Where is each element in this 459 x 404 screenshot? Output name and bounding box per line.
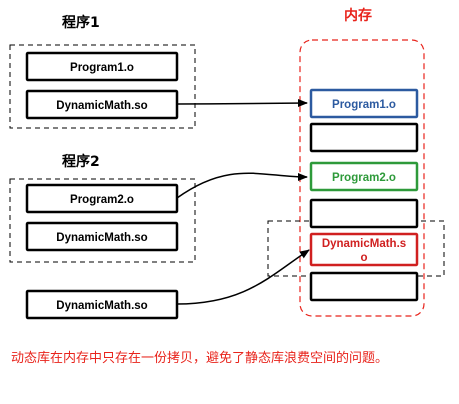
program2-library-box: DynamicMath.so <box>25 221 179 252</box>
memory-block-program1-label: Program1.o <box>332 99 396 111</box>
standalone-library-box: DynamicMath.so <box>25 289 179 320</box>
memory-block-library-label-line1: DynamicMath.s <box>322 238 406 250</box>
program1-object-box: Program1.o <box>25 51 179 82</box>
standalone-library-label: DynamicMath.so <box>56 300 147 312</box>
program2-title: 程序2 <box>62 153 100 170</box>
program1-library-label: DynamicMath.so <box>56 100 147 112</box>
program2-library-label: DynamicMath.so <box>56 232 147 244</box>
memory-block-program2-label: Program2.o <box>332 172 396 184</box>
program1-object-label: Program1.o <box>70 62 134 74</box>
arrow-library-to-memory <box>176 249 310 305</box>
memory-block-program1: Program1.o <box>309 88 419 119</box>
memory-block-empty-3 <box>309 271 419 302</box>
program1-group <box>9 44 196 129</box>
program2-object-box: Program2.o <box>25 183 179 214</box>
memory-block-library-label-line2: o <box>360 252 367 264</box>
memory-block-empty-2 <box>309 198 419 229</box>
memory-block-empty-1 <box>309 122 419 153</box>
memory-block-library: DynamicMath.s o <box>309 232 419 267</box>
memory-title: 内存 <box>344 7 372 24</box>
program2-object-label: Program2.o <box>70 194 134 206</box>
memory-block-program2: Program2.o <box>309 161 419 192</box>
arrow-program1-to-memory <box>176 99 308 108</box>
program1-library-box: DynamicMath.so <box>25 89 179 120</box>
program2-group <box>9 178 196 263</box>
arrow-program2-to-memory <box>176 172 308 199</box>
program1-title: 程序1 <box>62 14 100 31</box>
caption-text: 动态库在内存中只存在一份拷贝，避免了静态库浪费空间的问题。 <box>11 351 389 366</box>
